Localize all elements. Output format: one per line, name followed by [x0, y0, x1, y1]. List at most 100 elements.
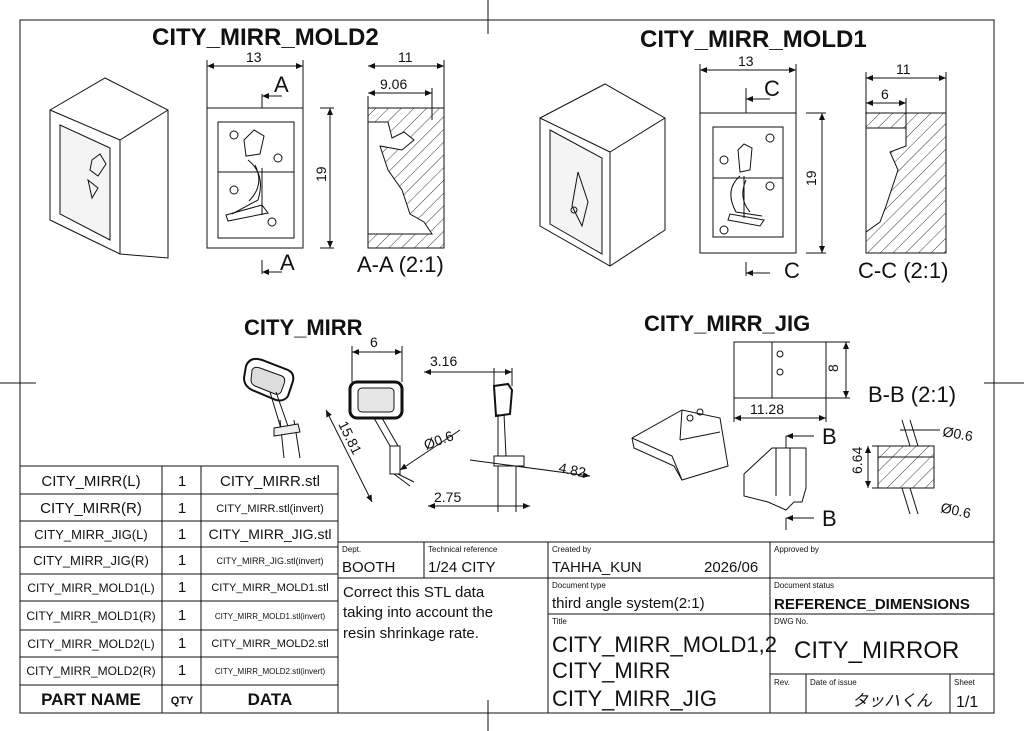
part-name: CITY_MIRR_MOLD1(R): [26, 609, 155, 623]
jig-side-view: [743, 447, 807, 511]
mold1-iso-box: [539, 83, 666, 267]
mold1-dim-inner: 6: [881, 86, 889, 102]
rev-label: Rev.: [774, 678, 790, 687]
mirr-dim-6: 6: [370, 334, 378, 350]
jig-section-mark-bottom: B: [822, 506, 837, 531]
mirr-dim-482: 4.82: [557, 459, 587, 480]
part-data: CITY_MIRR_MOLD2.stl(invert): [215, 667, 326, 676]
mold2-section-mark-top: A: [274, 72, 289, 97]
jig-dim-dia-top: Ø0.6: [941, 423, 974, 444]
part-data: CITY_MIRR.stl(invert): [216, 503, 324, 515]
mold2-dim-height: 19: [313, 166, 329, 182]
jig-section-mark-top: B: [822, 424, 837, 449]
title-line-1: CITY_MIRR_MOLD1,2: [552, 632, 777, 657]
status-label: Document status: [774, 581, 834, 590]
part-data: CITY_MIRR.stl: [220, 473, 320, 490]
mold2-dim-depth: 11: [398, 49, 413, 65]
doctype-value: third angle system(2:1): [552, 595, 705, 612]
title-label: Title: [552, 617, 567, 626]
dept-value: BOOTH: [342, 559, 395, 576]
approved-label: Approved by: [774, 545, 819, 554]
jig-dim-1128: 11.28: [750, 401, 784, 417]
jig-iso-part: [631, 408, 729, 481]
part-name: CITY_MIRR(R): [40, 500, 142, 517]
mold1-view: CITY_MIRR_MOLD1 13 19: [539, 26, 948, 283]
mold1-front-view: [699, 112, 797, 254]
mold2-iso-box: [49, 77, 169, 259]
table-row: CITY_MIRR_MOLD2(L) 1 CITY_MIRR_MOLD2.stl: [27, 635, 328, 652]
title-block-grid: [337, 541, 995, 714]
part-data: CITY_MIRR_MOLD1.stl: [211, 582, 328, 594]
status-value: REFERENCE_DIMENSIONS: [774, 596, 970, 613]
techref-label: Technical reference: [428, 545, 498, 554]
mold2-section-mark-bottom: A: [280, 250, 295, 275]
created-date: 2026/06: [704, 559, 758, 576]
jig-top-view: [733, 341, 827, 399]
mold2-section-aa: [367, 107, 445, 249]
mirr-dim-dia: Ø0.6: [422, 427, 456, 452]
part-qty: 1: [178, 662, 186, 679]
techref-value: 1/24 CITY: [428, 559, 496, 576]
jig-section-bb: [877, 445, 935, 489]
note-line-2: taking into account the: [343, 604, 493, 621]
mold1-title: CITY_MIRR_MOLD1: [640, 26, 867, 53]
note-line-3: resin shrinkage rate.: [343, 625, 479, 642]
header-qty: QTY: [171, 695, 194, 707]
part-name: CITY_MIRR_JIG(L): [34, 527, 147, 542]
title-block-text: Dept. BOOTH Technical reference 1/24 CIT…: [342, 545, 978, 711]
parts-table: [19, 465, 339, 714]
doctype-label: Document type: [552, 581, 606, 590]
part-qty: 1: [178, 473, 186, 490]
mold2-title: CITY_MIRR_MOLD2: [152, 24, 379, 51]
mold2-dim-width: 13: [246, 49, 262, 65]
part-name: CITY_MIRR_JIG(R): [33, 553, 149, 568]
title-line-2: CITY_MIRR: [552, 658, 671, 683]
part-name: CITY_MIRR_MOLD1(L): [27, 581, 154, 595]
part-data: CITY_MIRR_MOLD1.stl(invert): [215, 612, 326, 621]
part-name: CITY_MIRR_MOLD2(L): [27, 637, 154, 651]
dept-label: Dept.: [342, 545, 361, 554]
mold1-section-mark-bottom: C: [784, 258, 800, 283]
part-qty: 1: [178, 635, 186, 652]
mold2-dim-inner: 9.06: [380, 76, 407, 92]
sheet-value: 1/1: [956, 694, 978, 711]
mirr-side-view: [492, 382, 525, 490]
jig-section-label: B-B (2:1): [868, 382, 956, 407]
part-name: CITY_MIRR_MOLD2(R): [26, 664, 155, 678]
part-qty: 1: [178, 500, 186, 517]
jig-dim-8: 8: [825, 364, 841, 372]
mold1-dim-height: 19: [803, 170, 819, 186]
parts-table-text: CITY_MIRR(L) 1 CITY_MIRR.stl CITY_MIRR(R…: [26, 473, 331, 709]
title-line-3: CITY_MIRR_JIG: [552, 686, 717, 711]
mold1-section-cc: [865, 112, 947, 254]
table-row: CITY_MIRR(R) 1 CITY_MIRR.stl(invert): [40, 500, 324, 517]
part-qty: 1: [178, 526, 186, 543]
mirr-dim-316: 3.16: [430, 353, 457, 369]
header-data: DATA: [248, 690, 293, 709]
signature: タッハくん: [852, 692, 933, 710]
mold2-view: CITY_MIRR_MOLD2 13: [49, 24, 445, 277]
part-qty: 1: [178, 579, 186, 596]
mold2-section-label: A-A (2:1): [357, 252, 444, 277]
dwg-value: CITY_MIRROR: [794, 637, 959, 664]
mold1-section-mark-top: C: [764, 76, 780, 101]
table-row: CITY_MIRR(L) 1 CITY_MIRR.stl: [41, 473, 320, 490]
mirr-iso-part: [242, 357, 301, 459]
jig-view: CITY_MIRR_JIG 8 11.28 B B B-B (2:1): [631, 311, 974, 531]
table-row: CITY_MIRR_JIG(R) 1 CITY_MIRR_JIG.stl(inv…: [33, 552, 323, 569]
part-data: CITY_MIRR_JIG.stl(invert): [216, 556, 323, 566]
table-row: CITY_MIRR_MOLD1(R) 1 CITY_MIRR_MOLD1.stl…: [26, 607, 325, 624]
mirr-view: CITY_MIRR 6 15.81 Ø0.6: [242, 315, 591, 512]
table-row: CITY_MIRR_MOLD2(R) 1 CITY_MIRR_MOLD2.stl…: [26, 662, 325, 679]
part-qty: 1: [178, 607, 186, 624]
mold1-dim-width: 13: [738, 53, 754, 69]
table-row: CITY_MIRR_MOLD1(L) 1 CITY_MIRR_MOLD1.stl: [27, 579, 328, 596]
table-row: CITY_MIRR_JIG(L) 1 CITY_MIRR_JIG.stl: [34, 526, 331, 543]
created-label: Created by: [552, 545, 591, 554]
mirr-dim-275: 2.75: [434, 489, 461, 505]
part-qty: 1: [178, 552, 186, 569]
mold1-section-label: C-C (2:1): [858, 258, 948, 283]
date-issue-label: Date of issue: [810, 678, 857, 687]
